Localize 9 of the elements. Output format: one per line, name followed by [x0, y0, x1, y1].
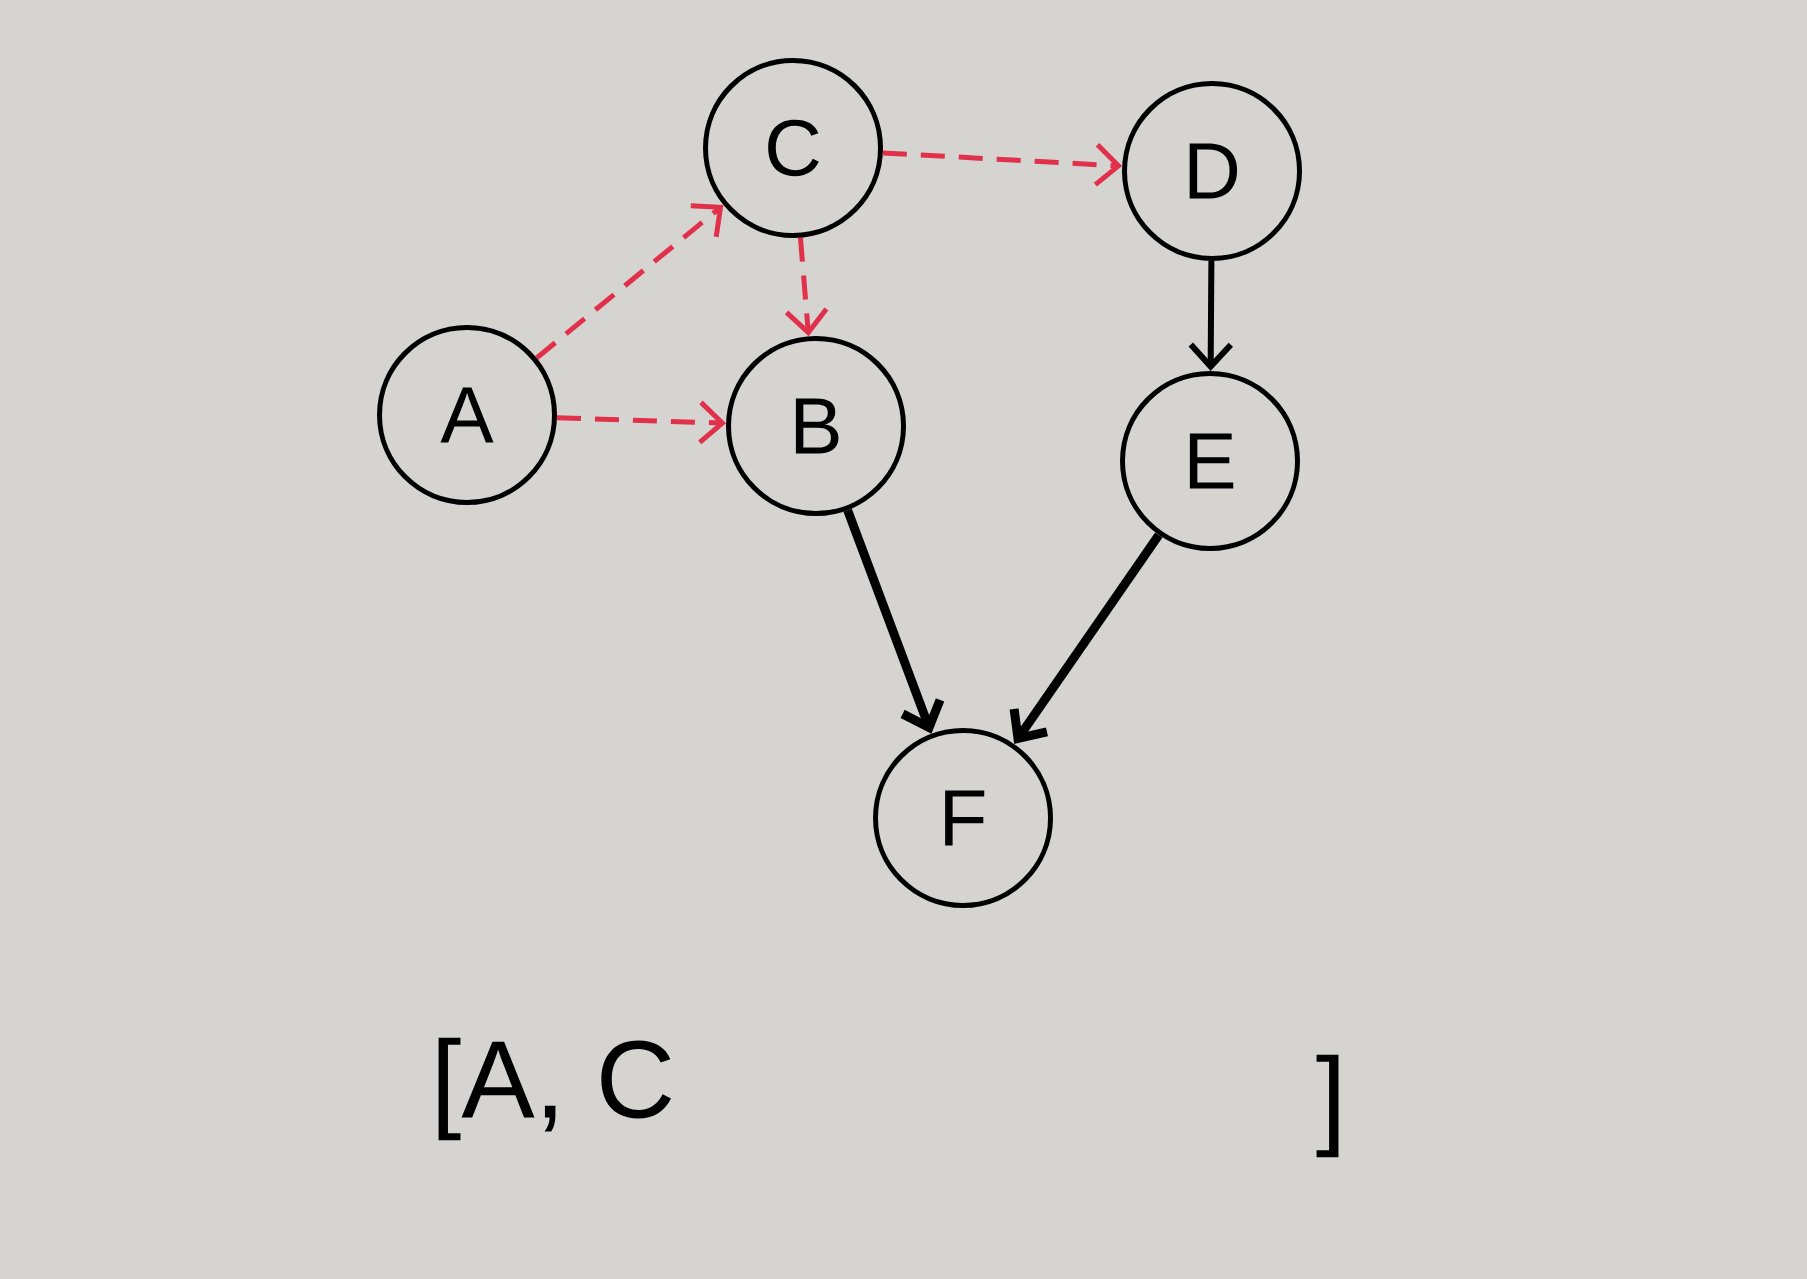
arrow [843, 508, 945, 734]
arrow [1009, 532, 1163, 744]
arrow [556, 400, 727, 445]
arrow [784, 237, 829, 337]
handwritten-text: ] [1316, 1054, 1339, 1158]
arrow [1188, 260, 1233, 371]
handwritten-text: [A, C [438, 1037, 671, 1141]
arrow [882, 142, 1123, 187]
arrow [535, 203, 724, 360]
